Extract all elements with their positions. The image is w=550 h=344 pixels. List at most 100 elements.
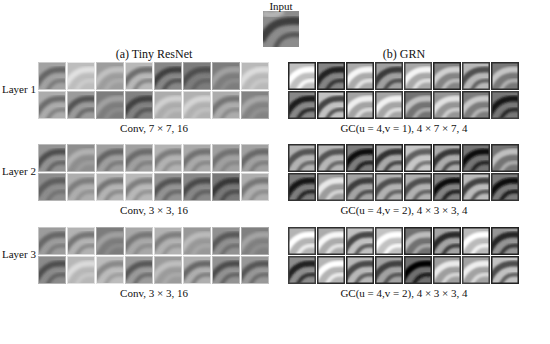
tile-structure: [163, 191, 182, 201]
feature-map-tile: [65, 173, 97, 203]
tile-border: [68, 174, 95, 201]
tile-content: [462, 173, 490, 201]
tile-structure: [134, 162, 153, 172]
tile-border: [289, 257, 316, 284]
tile-content: [404, 173, 432, 201]
tile-content: [125, 144, 153, 172]
tile-structure: [192, 245, 211, 255]
tile-border: [463, 228, 490, 255]
tile-border: [97, 257, 124, 284]
tile-structure: [163, 245, 182, 255]
tile-content: [346, 91, 374, 119]
tile-content: [346, 256, 374, 284]
tile-content: [375, 62, 403, 90]
tile-content: [375, 144, 403, 172]
tile-content: [96, 173, 124, 201]
tile-content: [154, 144, 182, 172]
tile-content: [212, 91, 240, 119]
tile-content: [241, 62, 269, 90]
tile-content: [183, 62, 211, 90]
feature-map-tile: [123, 144, 155, 174]
feature-map-tile: [460, 62, 492, 92]
feature-map-tile: [152, 256, 184, 286]
tile-border: [242, 228, 269, 255]
tile-structure: [250, 162, 269, 172]
feature-map-tile: [286, 144, 318, 174]
tile-border: [155, 257, 182, 284]
tile-border: [155, 92, 182, 119]
feature-map-tile: [94, 256, 126, 286]
tile-border: [184, 63, 211, 90]
tile-border: [184, 228, 211, 255]
tile-border: [492, 63, 519, 90]
tile-structure: [192, 191, 211, 201]
feature-map-tile: [344, 91, 376, 121]
feature-map-tile: [94, 227, 126, 257]
tile-content: [433, 144, 461, 172]
tile-border: [376, 145, 403, 172]
tile-content: [346, 62, 374, 90]
feature-map-tile: [94, 173, 126, 203]
feature-map-tile: [152, 62, 184, 92]
tile-content: [67, 256, 95, 284]
feature-map-tile: [94, 144, 126, 174]
layer-caption: Conv, 7 × 7, 16: [120, 122, 188, 135]
feature-map-tile: [315, 91, 347, 121]
feature-map-tile: [344, 144, 376, 174]
tile-structure: [163, 274, 182, 284]
tile-content: [154, 173, 182, 201]
tile-content: [491, 227, 519, 255]
feature-map-tile: [373, 62, 405, 92]
tile-content: [317, 227, 345, 255]
tile-structure: [221, 191, 240, 201]
tile-border: [68, 92, 95, 119]
tile-border: [376, 174, 403, 201]
tile-content: [375, 91, 403, 119]
tile-content: [154, 62, 182, 90]
feature-map-tile: [402, 91, 434, 121]
tile-border: [376, 257, 403, 284]
tile-border: [126, 92, 153, 119]
tile-border: [434, 228, 461, 255]
tile-border: [184, 257, 211, 284]
tile-border: [97, 63, 124, 90]
tile-content: [67, 227, 95, 255]
feature-map-tile: [152, 227, 184, 257]
tile-border: [97, 174, 124, 201]
tile-structure: [192, 109, 211, 119]
feature-map-tile: [123, 62, 155, 92]
feature-map-tile: [460, 256, 492, 286]
feature-map-tile: [402, 256, 434, 286]
tile-border: [347, 174, 374, 201]
input-image: [261, 11, 301, 49]
feature-map-tile: [373, 91, 405, 121]
tile-border: [376, 228, 403, 255]
feature-map-tile: [181, 91, 213, 121]
feature-map-tile: [239, 62, 271, 92]
tile-content: [241, 144, 269, 172]
feature-map-tile: [315, 173, 347, 203]
layer-label: Layer 3: [2, 248, 36, 261]
feature-map-tile: [65, 256, 97, 286]
tile-content: [241, 227, 269, 255]
tile-content: [317, 256, 345, 284]
feature-map-tile: [36, 144, 68, 174]
feature-map-tile: [181, 227, 213, 257]
tile-content: [288, 256, 316, 284]
tile-structure: [76, 162, 95, 172]
tile-content: [404, 62, 432, 90]
feature-map-tile: [36, 256, 68, 286]
feature-map-tile: [210, 227, 242, 257]
tile-border: [68, 228, 95, 255]
tile-structure: [134, 109, 153, 119]
feature-map-tile: [152, 91, 184, 121]
feature-map-tile: [94, 62, 126, 92]
tile-border: [347, 145, 374, 172]
feature-map-tile: [373, 227, 405, 257]
feature-map-tile: [239, 173, 271, 203]
tile-content: [96, 62, 124, 90]
tile-border: [97, 92, 124, 119]
tile-content: [491, 256, 519, 284]
tile-content: [38, 91, 66, 119]
tile-border: [39, 228, 66, 255]
